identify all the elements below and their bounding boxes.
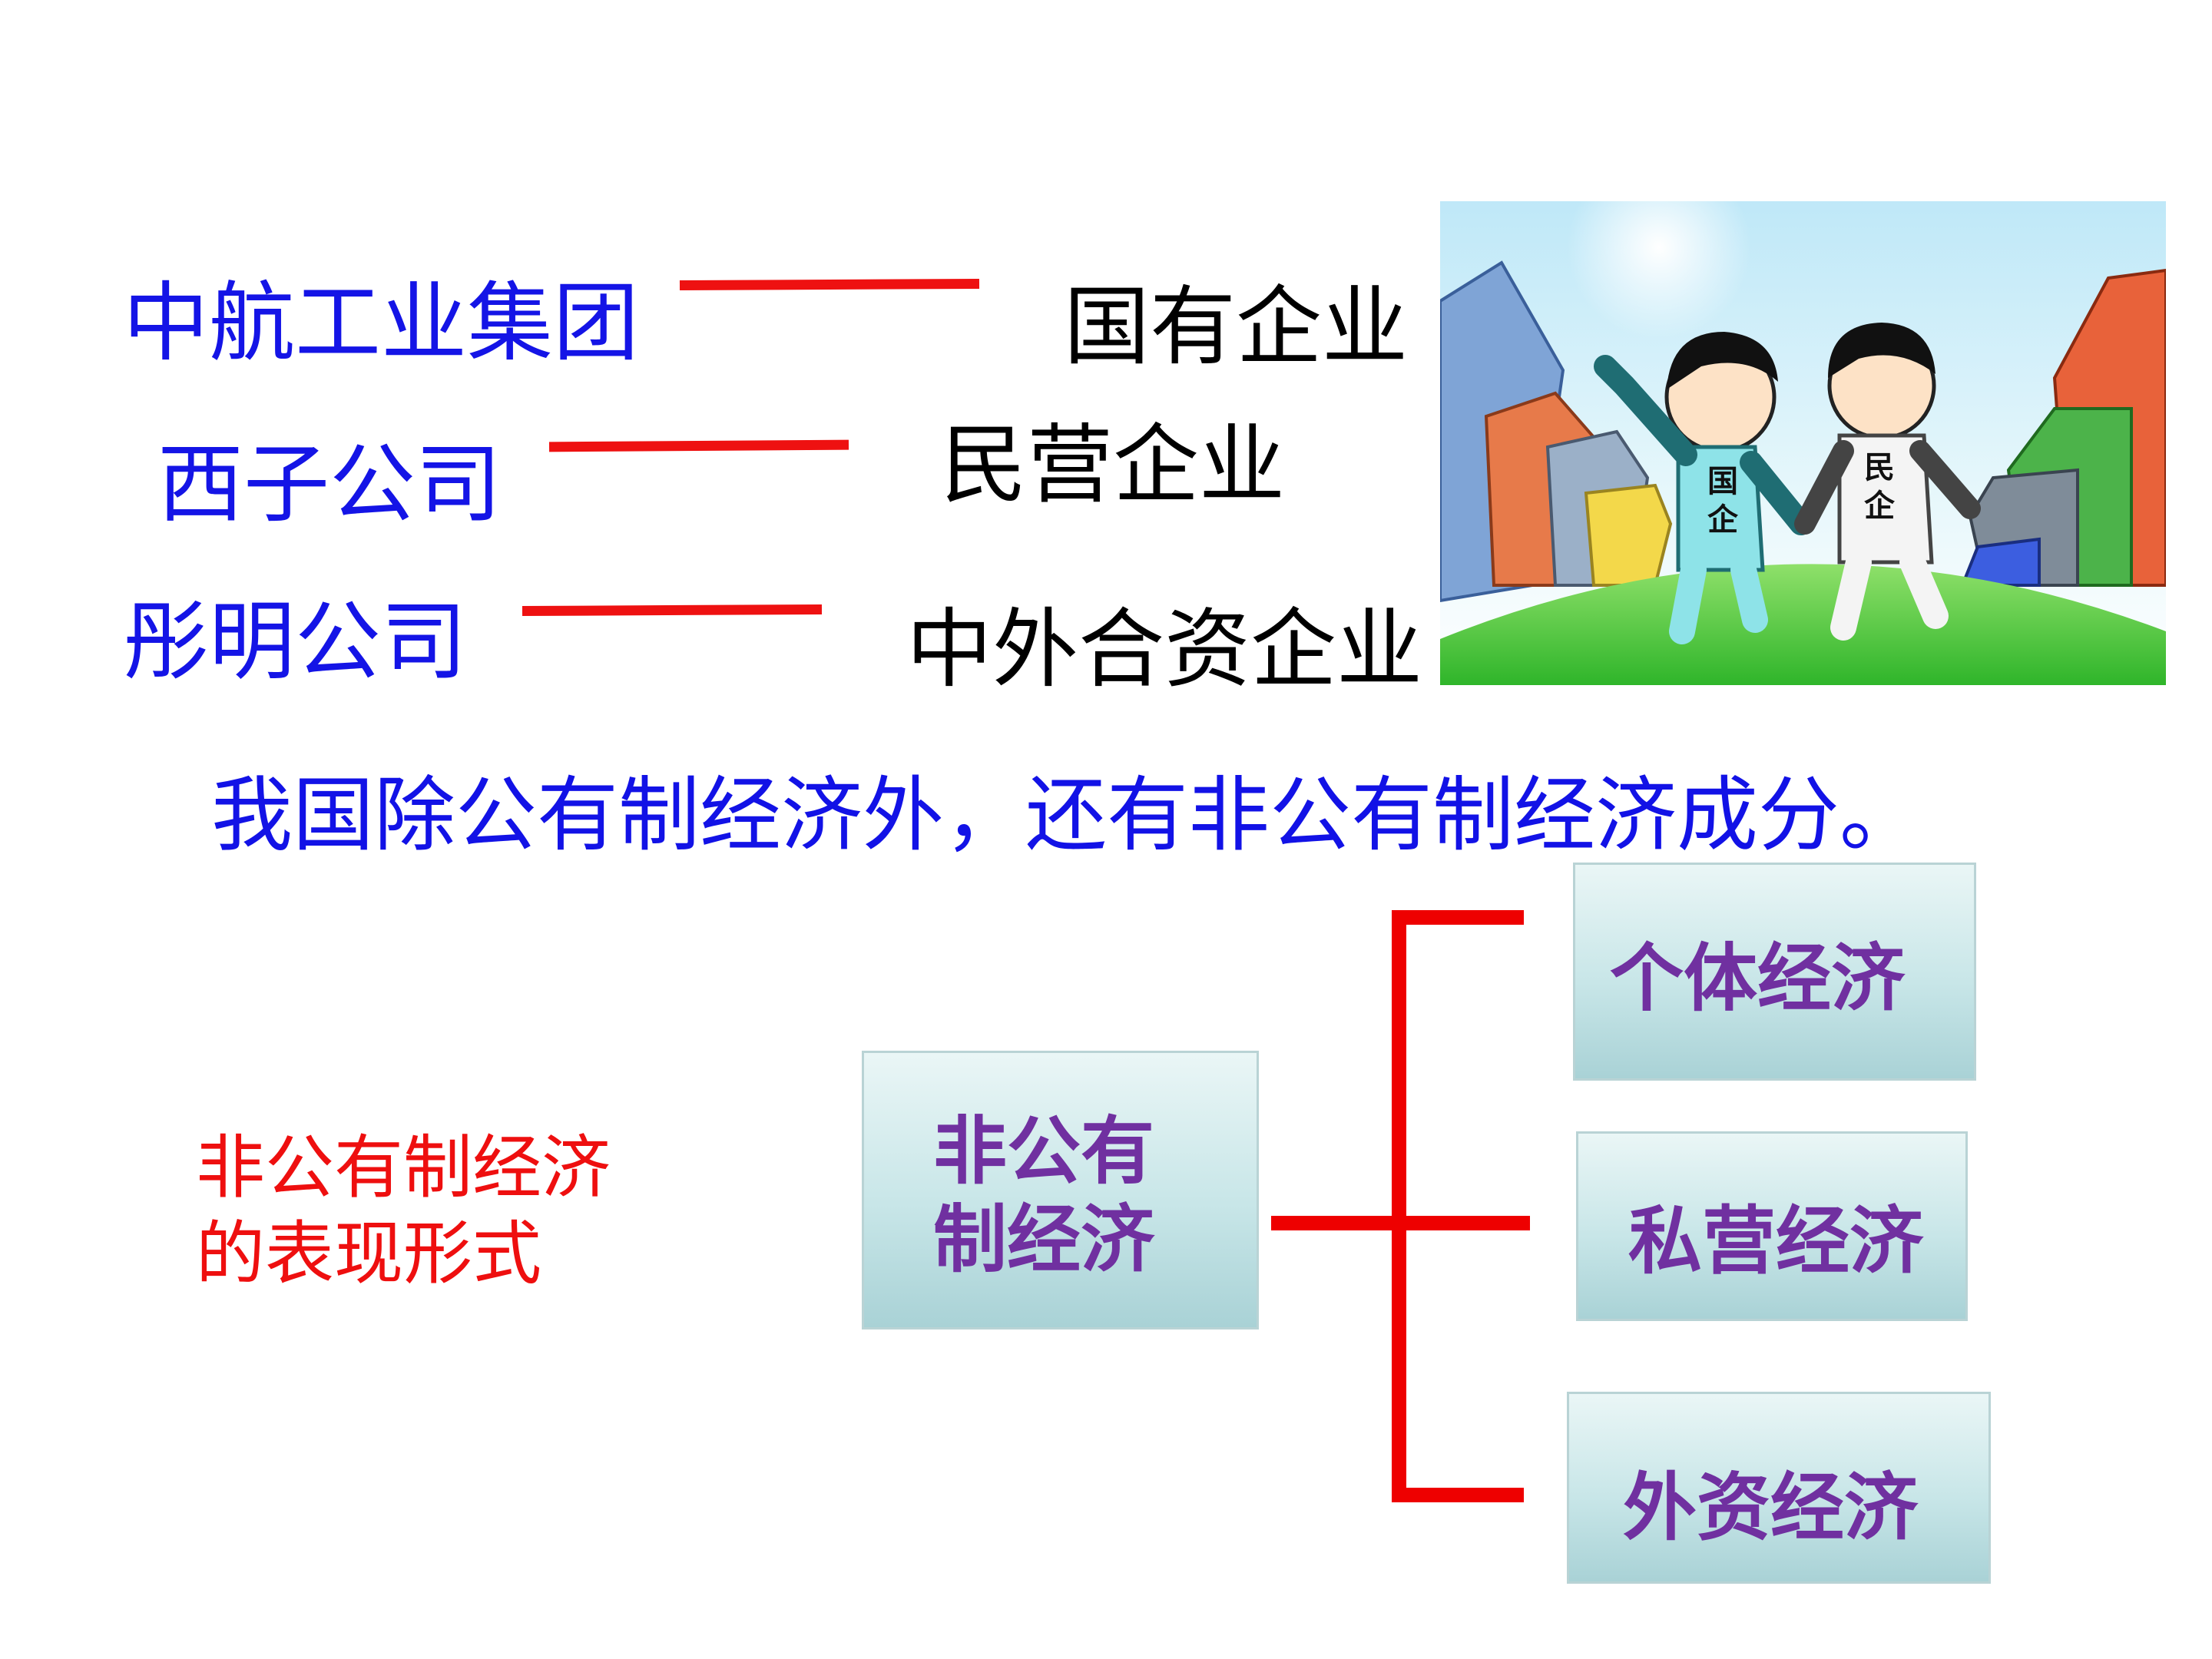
root-box-line-2: 制经济 [933, 1197, 1154, 1283]
type-private: 民营企业 [941, 416, 1285, 515]
branch-label-foreign: 外资经济 [1623, 1465, 1918, 1551]
svg-text:企: 企 [1864, 488, 1896, 524]
private-enterprise-kid-icon: 民 企 [1794, 323, 1981, 641]
side-label-line-2: 的表现形式 [196, 1214, 541, 1294]
branch-box-foreign: 外资经济 [1567, 1392, 1991, 1584]
branch-label-private: 私营经济 [1628, 1198, 1923, 1284]
connector-line-3 [522, 604, 823, 617]
svg-text:民: 民 [1864, 450, 1895, 485]
bracket-arm-top [1392, 910, 1524, 925]
state-enterprise-kid-icon: 国 企 [1594, 332, 1813, 644]
left-buildings-icon [1440, 260, 1673, 603]
side-label: 非公有制经济 的表现形式 [196, 1125, 611, 1297]
cooperation-illustration: 国 企 民 企 [1440, 201, 2166, 685]
side-label-line-1: 非公有制经济 [196, 1128, 611, 1208]
branch-label-individual: 个体经济 [1610, 935, 1905, 1022]
type-state-owned: 国有企业 [1064, 277, 1408, 377]
company-tongming: 彤明公司 [123, 592, 467, 692]
bracket-vertical [1392, 910, 1406, 1502]
svg-text:国: 国 [1707, 464, 1738, 499]
branch-box-individual: 个体经济 [1573, 863, 1976, 1081]
summary-sentence: 我国除公有制经济外，还有非公有制经济成分。 [211, 768, 1921, 863]
right-buildings-icon [1960, 268, 2166, 587]
root-box: 非公有 制经济 [862, 1051, 1259, 1330]
connector-line-1 [679, 278, 980, 291]
bracket-arm-bottom [1392, 1488, 1524, 1502]
connector-line-2 [548, 439, 849, 452]
type-joint-venture: 中外合资企业 [906, 600, 1422, 700]
svg-text:企: 企 [1707, 502, 1739, 538]
company-xizi: 西子公司 [157, 435, 502, 535]
company-avic: 中航工业集团 [123, 273, 639, 373]
branch-box-private: 私营经济 [1576, 1131, 1968, 1321]
root-box-line-1: 非公有 [933, 1108, 1154, 1194]
